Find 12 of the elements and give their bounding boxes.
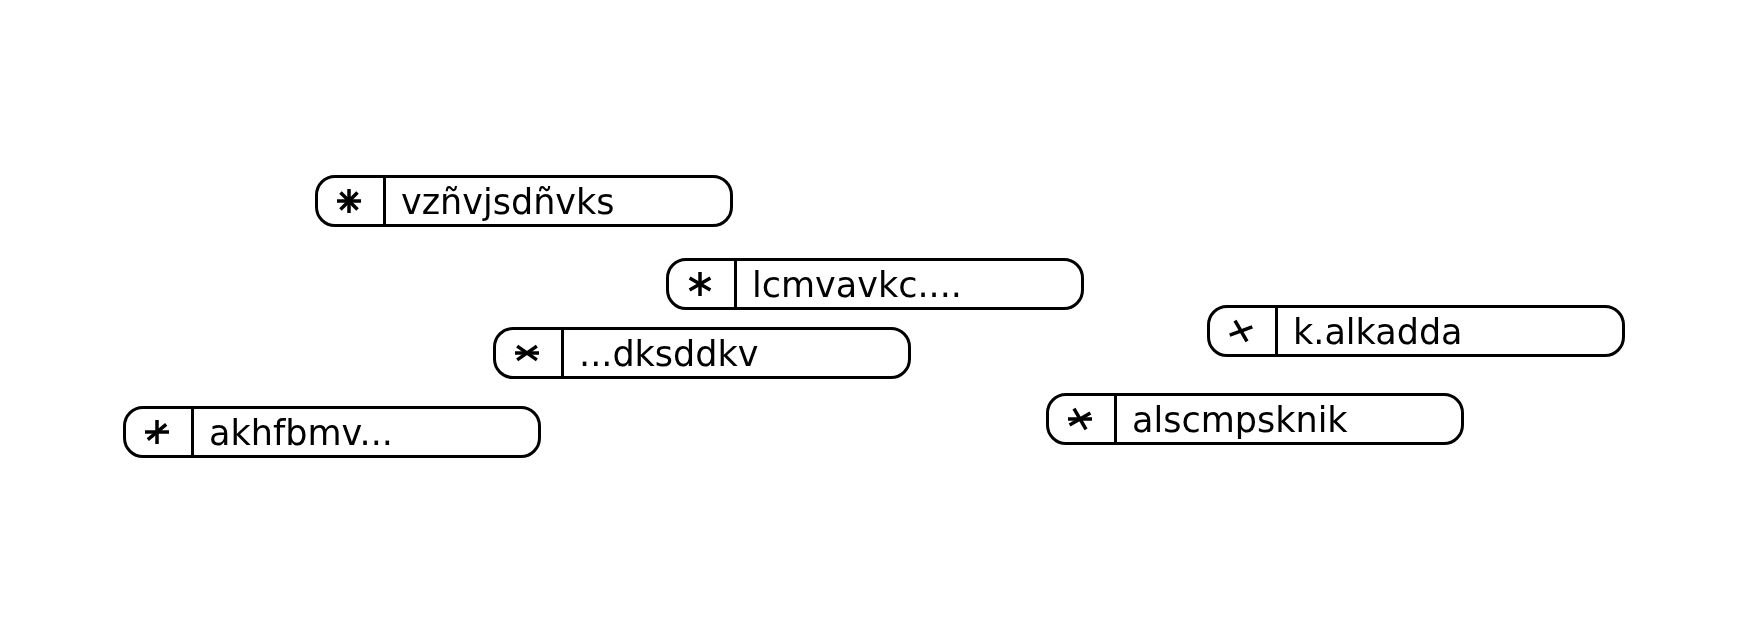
tag-pill <box>493 327 911 379</box>
tag-label: alscmpsknik <box>1132 400 1348 440</box>
tag-pill <box>1207 305 1625 357</box>
tag-pill <box>666 258 1084 310</box>
tag-label: vzñvjsdñvks <box>401 182 615 222</box>
tag-label: akhfbmv... <box>209 413 393 453</box>
tag-label: lcmvavkc.... <box>752 265 962 305</box>
tag-pill <box>315 175 733 227</box>
tag-pill <box>1046 393 1464 445</box>
tag-pill <box>123 406 541 458</box>
tag-label: k.alkadda <box>1293 312 1463 352</box>
tag-label: ...dksddkv <box>579 334 759 374</box>
